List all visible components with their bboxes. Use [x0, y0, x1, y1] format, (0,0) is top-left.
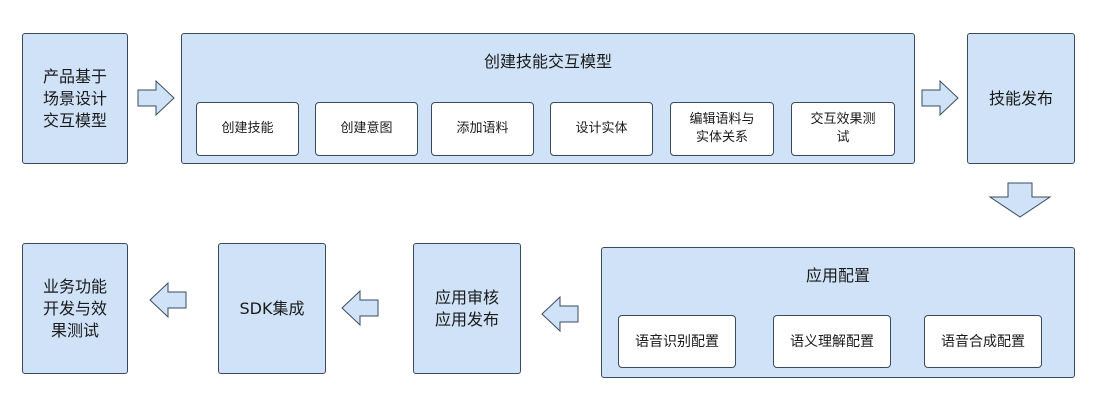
business-dev-line-3: 果测试 — [50, 320, 99, 340]
step-edit-corpus-entity: 编辑语料与 实体关系 — [670, 102, 774, 156]
app-review-line-2: 应用发布 — [434, 309, 499, 329]
step-interaction-test: 交互效果测 试 — [791, 102, 895, 156]
create-model-panel: 创建技能交互模型 创建技能 创建意图 添加语料 设计实体 编辑语料与 实体关系 … — [181, 33, 915, 164]
step-create-skill-label: 创建技能 — [221, 121, 274, 136]
step-add-corpus: 添加语料 — [431, 102, 534, 156]
arrow-left-icon — [541, 295, 579, 333]
step-design-entity-label: 设计实体 — [575, 121, 628, 136]
sdk-integration-box: SDK集成 — [218, 243, 326, 374]
business-dev-line-1: 业务功能 — [42, 276, 107, 296]
start-box: 产品基于 场景设计 交互模型 — [22, 33, 128, 164]
app-config-title: 应用配置 — [805, 266, 870, 285]
app-config-panel: 应用配置 语音识别配置 语义理解配置 语音合成配置 — [601, 247, 1075, 378]
step-test-line-1: 交互效果测 — [810, 112, 876, 127]
skill-publish-box: 技能发布 — [967, 33, 1075, 164]
config-nlu: 语义理解配置 — [773, 315, 891, 368]
arrow-down-icon — [988, 182, 1052, 218]
business-dev-box: 业务功能 开发与效 果测试 — [22, 243, 128, 374]
arrow-left-icon — [341, 289, 379, 327]
config-nlu-label: 语义理解配置 — [790, 333, 874, 350]
start-box-line-1: 产品基于 — [42, 66, 107, 86]
step-create-intent-label: 创建意图 — [340, 121, 393, 136]
app-review-box: 应用审核 应用发布 — [413, 243, 521, 374]
step-create-intent: 创建意图 — [315, 102, 418, 156]
step-add-corpus-label: 添加语料 — [456, 121, 509, 136]
step-create-skill: 创建技能 — [196, 102, 299, 156]
config-asr-label: 语音识别配置 — [635, 333, 719, 350]
step-design-entity: 设计实体 — [550, 102, 653, 156]
step-edit-line-2: 实体关系 — [695, 130, 748, 145]
config-asr: 语音识别配置 — [618, 315, 736, 368]
skill-publish-label: 技能发布 — [988, 88, 1053, 108]
config-tts: 语音合成配置 — [924, 315, 1042, 368]
step-test-line-2: 试 — [836, 130, 850, 145]
create-model-title: 创建技能交互模型 — [483, 52, 612, 71]
app-review-line-1: 应用审核 — [434, 287, 499, 307]
start-box-line-2: 场景设计 — [42, 88, 107, 108]
sdk-integration-label: SDK集成 — [239, 298, 305, 318]
step-edit-line-1: 编辑语料与 — [689, 112, 755, 127]
arrow-right-icon — [921, 79, 959, 117]
config-tts-label: 语音合成配置 — [941, 333, 1025, 350]
business-dev-line-2: 开发与效 — [42, 298, 107, 318]
arrow-right-icon — [137, 79, 175, 117]
start-box-line-3: 交互模型 — [42, 110, 107, 130]
arrow-left-icon — [149, 281, 187, 319]
